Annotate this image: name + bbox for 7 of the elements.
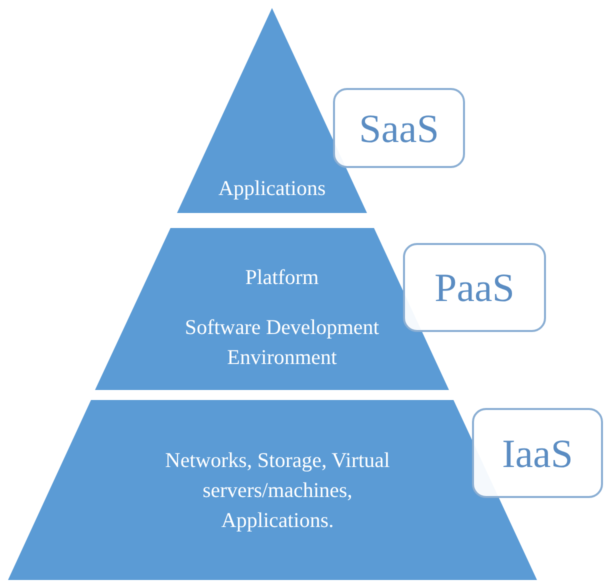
layer-label: Software Development Environment xyxy=(184,314,380,371)
service-model-label: SaaS xyxy=(333,88,465,168)
layer-label: Applications xyxy=(218,175,326,202)
service-model-label: IaaS xyxy=(472,408,603,498)
service-model-label: PaaS xyxy=(403,243,546,332)
layer-label: Networks, Storage, Virtual servers/machines, Applications. xyxy=(164,447,391,534)
layer-label: Platform xyxy=(245,264,319,291)
